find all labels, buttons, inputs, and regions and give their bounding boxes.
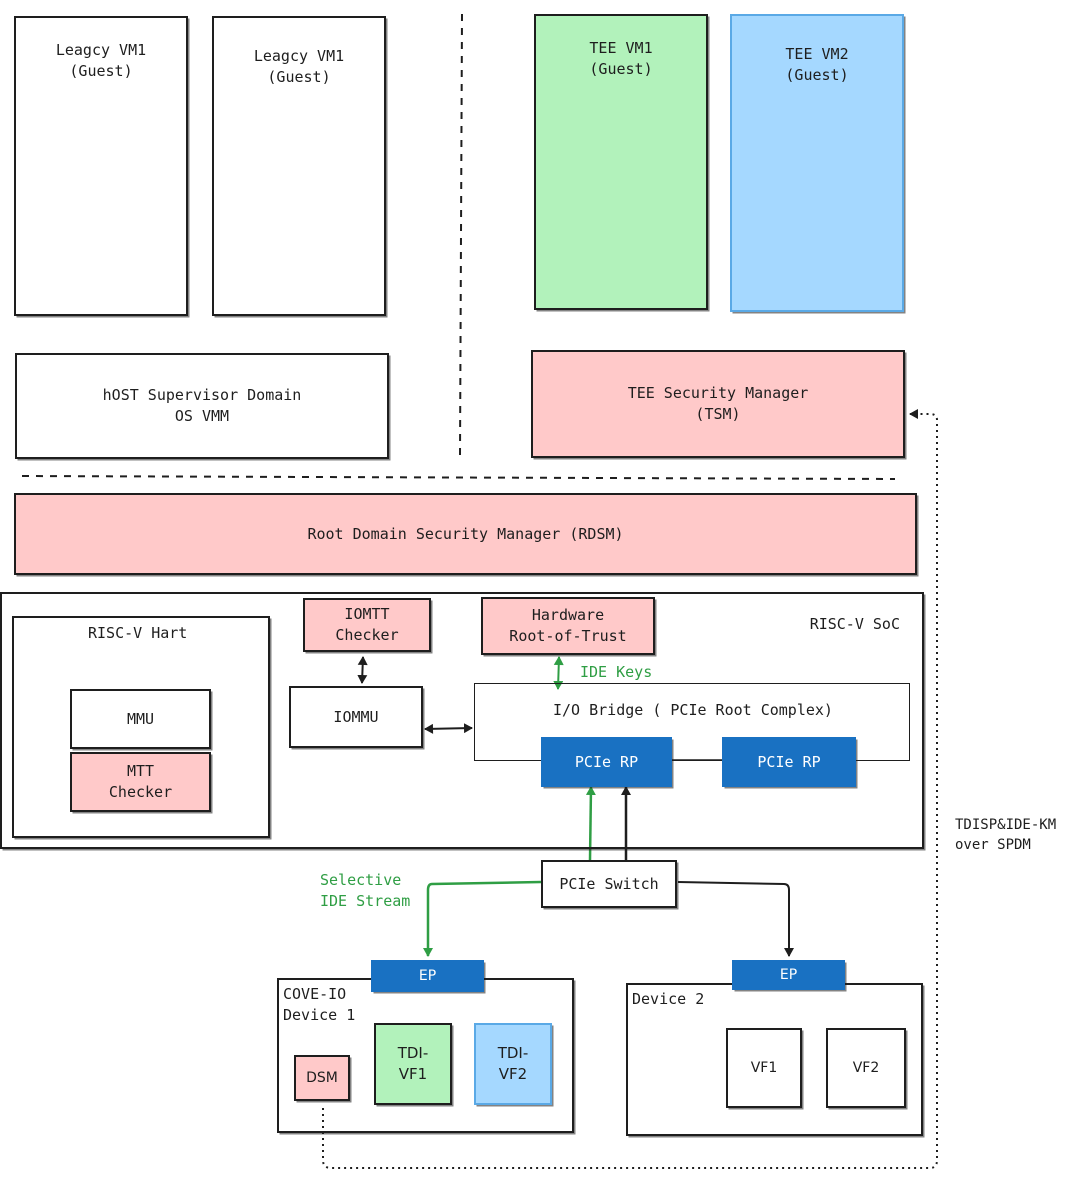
tsm-abbrev: (TSM) bbox=[695, 405, 741, 423]
pcie-rp2-label: PCIe RP bbox=[757, 752, 821, 771]
tdi-vf1-box: TDI- VF1 bbox=[374, 1023, 452, 1105]
riscv-hart-box: RISC-V Hart bbox=[12, 616, 270, 838]
device1-box: COVE-IO Device 1 bbox=[277, 978, 574, 1133]
horizontal-separator bbox=[21, 475, 896, 480]
iommu-label: IOMMU bbox=[333, 707, 379, 726]
device2-ep-label: EP bbox=[779, 967, 798, 983]
hart-label: RISC-V Hart bbox=[88, 624, 188, 642]
legacy-vm2-box: Leagcy VM1 (Guest) bbox=[212, 16, 386, 316]
tsm-box: TEE Security Manager (TSM) bbox=[531, 350, 905, 458]
pcie-rp1-box: PCIe RP bbox=[541, 737, 672, 787]
vertical-separator bbox=[459, 13, 463, 456]
hardware-rot-box: Hardware Root-of-Trust bbox=[481, 597, 655, 655]
tdi-vf1-line2: VF1 bbox=[398, 1065, 428, 1083]
legacy-vm1-guest: (Guest) bbox=[69, 62, 133, 80]
pcie-switch-box: PCIe Switch bbox=[541, 860, 677, 908]
tsm-title: TEE Security Manager bbox=[627, 384, 809, 402]
vf1-box: VF1 bbox=[726, 1028, 802, 1108]
riscv-soc-box: RISC-V SoC bbox=[0, 592, 924, 849]
tee-vm1-guest: (Guest) bbox=[589, 60, 653, 78]
soc-label: RISC-V SoC bbox=[809, 615, 900, 633]
pcie-rp2-box: PCIe RP bbox=[722, 737, 856, 787]
hwrot-line2: Root-of-Trust bbox=[509, 627, 627, 645]
tdisp-label: TDISP&IDE-KM over SPDM bbox=[955, 815, 1056, 855]
device1-name-line2: Device 1 bbox=[283, 1006, 356, 1024]
tee-vm2-name: TEE VM2 bbox=[785, 45, 849, 63]
tdisp-line1: TDISP&IDE-KM bbox=[955, 817, 1057, 833]
legacy-vm1-name: Leagcy VM1 bbox=[55, 41, 147, 59]
legacy-vm2-name: Leagcy VM1 bbox=[253, 47, 345, 65]
legacy-vm1-box: Leagcy VM1 (Guest) bbox=[14, 16, 188, 316]
tee-vm1-box: TEE VM1 (Guest) bbox=[534, 14, 708, 310]
device1-ep-box: EP bbox=[371, 960, 484, 992]
iomtt-label: IOMTT bbox=[344, 605, 390, 623]
pcie-rp1-label: PCIe RP bbox=[574, 752, 639, 771]
tee-vm2-box: TEE VM2 (Guest) bbox=[730, 14, 904, 312]
mtt-checker-label: Checker bbox=[108, 783, 173, 801]
device1-name-line1: COVE-IO bbox=[283, 985, 347, 1003]
dsm-label: DSM bbox=[306, 1070, 338, 1086]
mmu-box: MMU bbox=[70, 689, 211, 749]
hwrot-line1: Hardware bbox=[531, 606, 605, 624]
device2-label: Device 2 bbox=[632, 990, 705, 1008]
selective-ide-line2: IDE Stream bbox=[320, 892, 411, 910]
host-supervisor-domain-box: hOST Supervisor Domain OS VMM bbox=[15, 353, 389, 459]
device2-ep-box: EP bbox=[732, 960, 845, 990]
vf1-label: VF1 bbox=[750, 1060, 778, 1076]
switch-to-ep1-green bbox=[423, 880, 542, 957]
mtt-label: MTT bbox=[126, 762, 155, 780]
rdsm-box: Root Domain Security Manager (RDSM) bbox=[14, 493, 917, 575]
tdisp-line2: over SPDM bbox=[955, 837, 1031, 853]
device1-ep-label: EP bbox=[418, 968, 437, 984]
tdi-vf2-line2: VF2 bbox=[498, 1065, 528, 1083]
selective-ide-line1: Selective bbox=[320, 871, 402, 889]
iomtt-checker-label: Checker bbox=[335, 626, 399, 644]
ide-keys-label: IDE Keys bbox=[580, 663, 653, 681]
vf2-label: VF2 bbox=[852, 1060, 880, 1076]
rdsm-label: Root Domain Security Manager (RDSM) bbox=[307, 524, 624, 543]
tdi-vf1-line1: TDI- bbox=[397, 1044, 429, 1062]
selective-ide-label: Selective IDE Stream bbox=[320, 870, 410, 912]
pcie-switch-label: PCIe Switch bbox=[559, 874, 659, 893]
mmu-label: MMU bbox=[126, 709, 155, 728]
tee-vm1-name: TEE VM1 bbox=[589, 39, 653, 57]
tdi-vf2-line1: TDI- bbox=[497, 1044, 529, 1062]
tee-vm2-guest: (Guest) bbox=[785, 66, 849, 84]
iomtt-checker-box: IOMTT Checker bbox=[303, 598, 431, 652]
io-bridge-label: I/O Bridge ( PCIe Root Complex) bbox=[553, 701, 833, 719]
mtt-checker-box: MTT Checker bbox=[70, 752, 211, 812]
iommu-box: IOMMU bbox=[289, 686, 423, 748]
io-bridge-box: I/O Bridge ( PCIe Root Complex) bbox=[474, 683, 910, 761]
switch-to-ep2-black bbox=[677, 881, 794, 957]
vf2-box: VF2 bbox=[826, 1028, 906, 1108]
host-domain-vmm: OS VMM bbox=[174, 407, 230, 425]
dsm-box: DSM bbox=[294, 1055, 350, 1101]
legacy-vm2-guest: (Guest) bbox=[267, 68, 331, 86]
host-domain-title: hOST Supervisor Domain bbox=[102, 386, 302, 404]
tdi-vf2-box: TDI- VF2 bbox=[474, 1023, 552, 1105]
